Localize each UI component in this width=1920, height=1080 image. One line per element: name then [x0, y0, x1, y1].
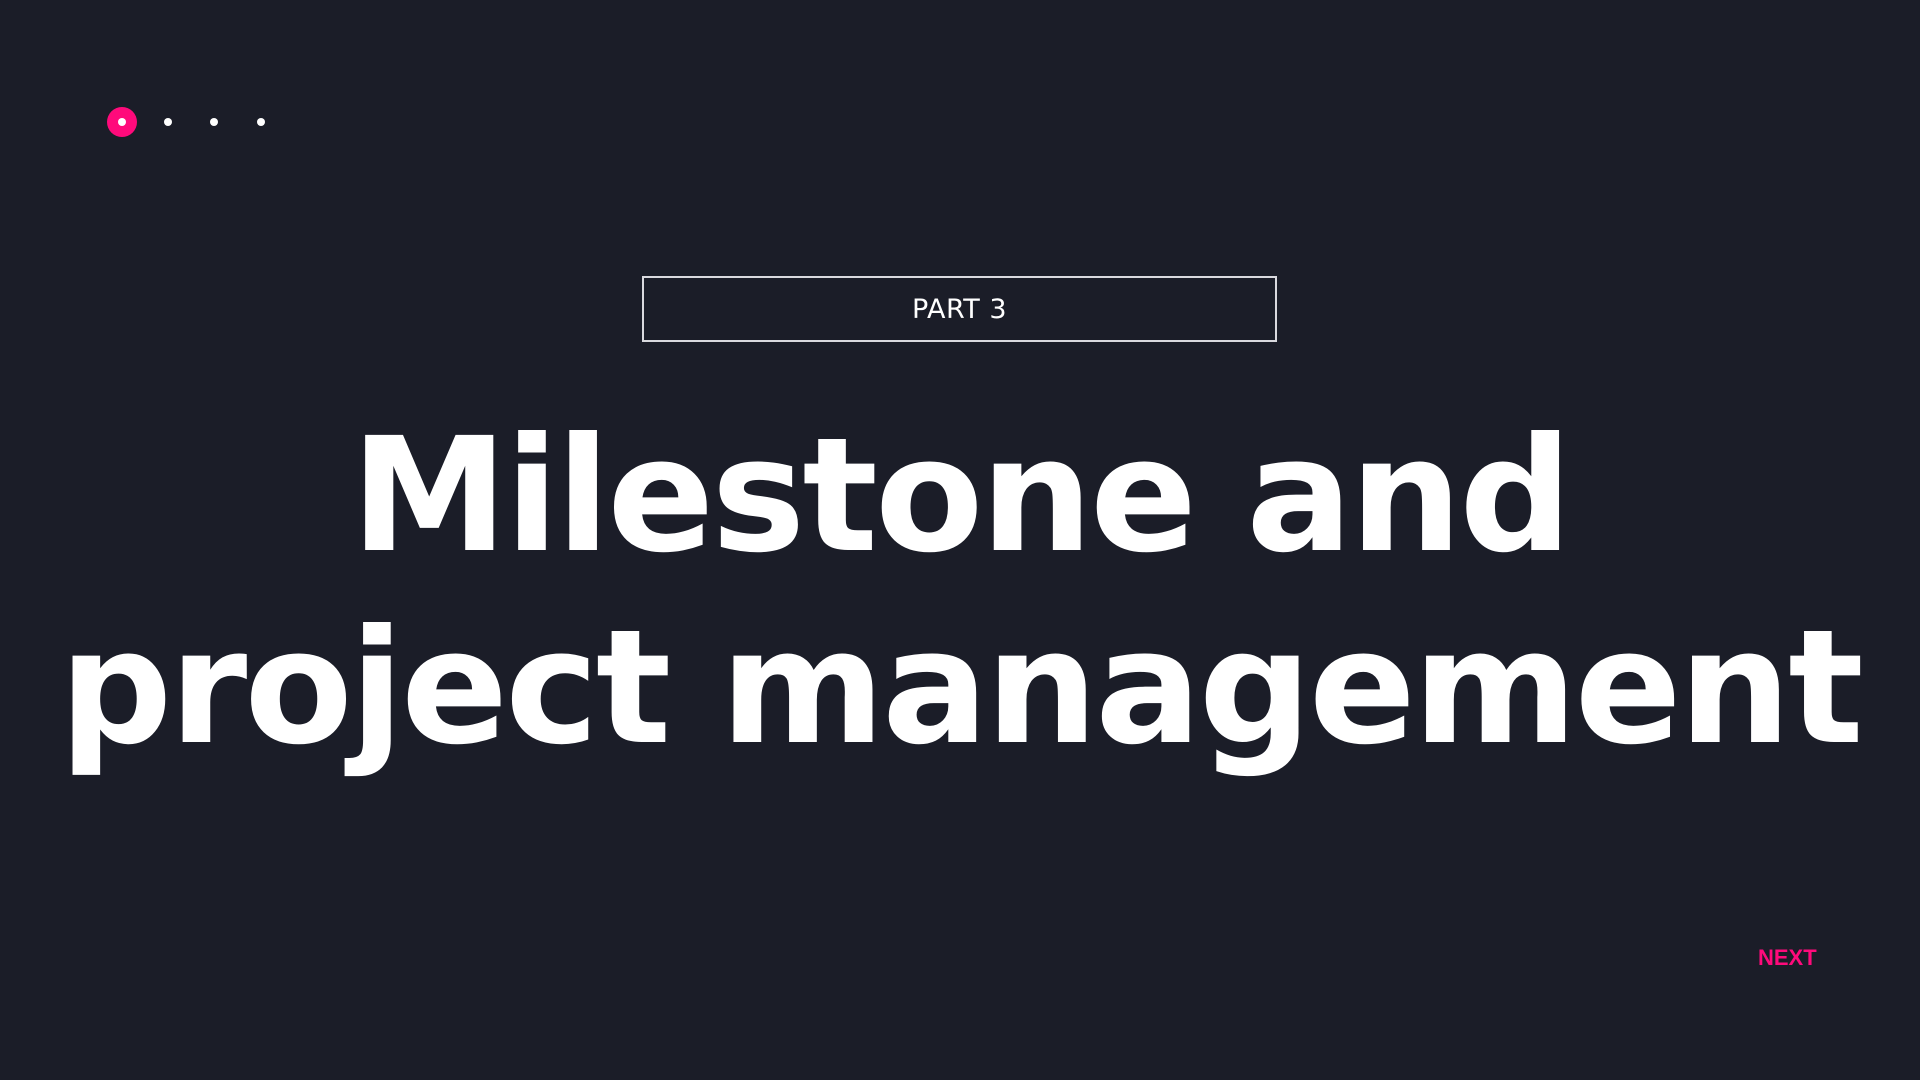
pager-dot[interactable] [164, 118, 172, 126]
pager-dot[interactable] [257, 118, 265, 126]
slide-title-line-2: project management [59, 596, 1864, 780]
slide-title: Milestone and project management [0, 400, 1920, 784]
next-link[interactable]: NEXT [1758, 945, 1817, 970]
section-label-box: PART 3 [642, 276, 1277, 342]
pager-dot-active[interactable] [107, 107, 137, 137]
pager-dot[interactable] [210, 118, 218, 126]
section-label: PART 3 [911, 293, 1008, 325]
slide-title-line-1: Milestone and [350, 404, 1573, 588]
